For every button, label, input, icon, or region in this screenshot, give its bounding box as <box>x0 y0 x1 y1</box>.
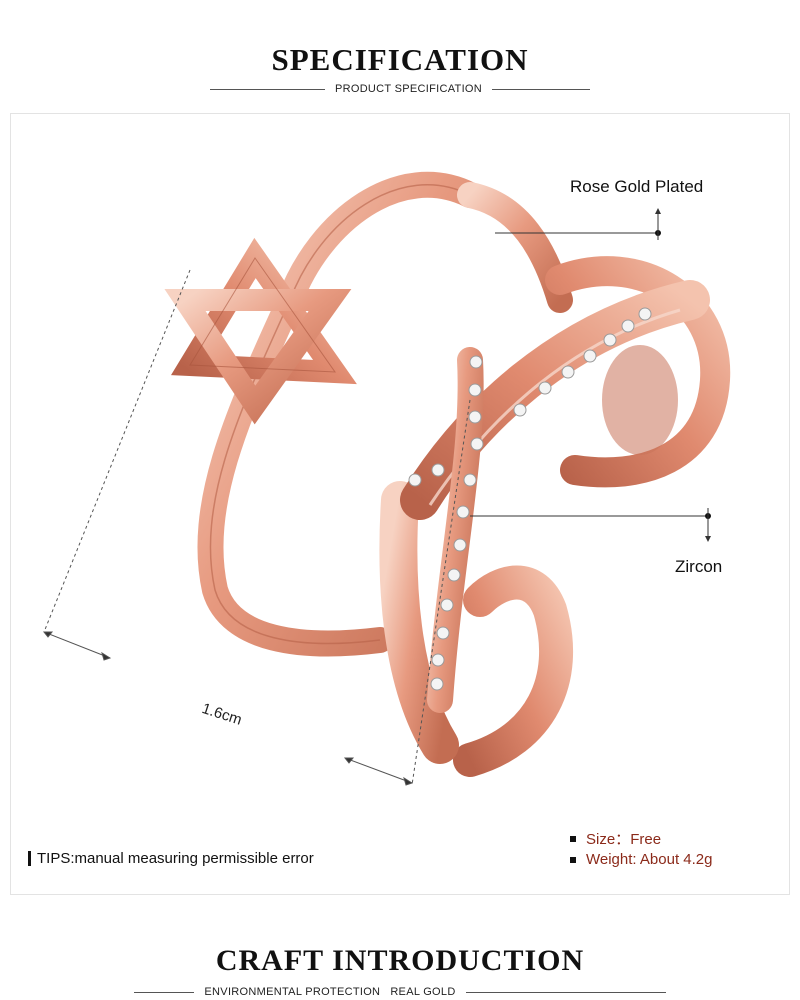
spec-weight: Weight: About 4.2g <box>570 851 712 868</box>
footer-subtitle-row: ENVIRONMENTAL PROTECTION REAL GOLD <box>0 986 800 998</box>
footer-subtitle-right: REAL GOLD <box>390 986 456 998</box>
spec-size-label: Size： <box>586 831 631 848</box>
ring-band-right <box>453 256 731 777</box>
section-title-craft-introduction: CRAFT INTRODUCTION <box>215 944 585 977</box>
spec-size: Size：Free <box>570 828 661 849</box>
tips-note: TIPS:manual measuring permissible error <box>28 850 314 867</box>
tips-text: TIPS:manual measuring permissible error <box>37 850 314 867</box>
bullet-square-icon <box>570 856 576 863</box>
spec-weight-value: About 4.2g <box>639 851 713 868</box>
footer-subtitle-left: ENVIRONMENTAL PROTECTION <box>204 986 381 998</box>
bullet-square-icon <box>570 835 576 842</box>
callout-line-zircon <box>470 508 711 542</box>
zircon-stones <box>408 307 652 691</box>
tips-marker <box>28 851 31 866</box>
section-title-specification: SPECIFICATION <box>271 42 529 77</box>
spec-size-value: Free <box>630 831 662 848</box>
measurement-indicator <box>42 269 471 786</box>
callout-line-rose-gold <box>495 208 661 240</box>
callout-rose-gold-plated: Rose Gold Plated <box>570 177 704 196</box>
callout-zircon: Zircon <box>675 557 723 576</box>
section-subtitle: PRODUCT SPECIFICATION <box>334 83 483 95</box>
star-charm <box>164 237 357 425</box>
divider-line <box>465 991 666 993</box>
product-panel <box>10 113 790 895</box>
divider-line <box>492 88 591 90</box>
divider-line <box>209 88 325 90</box>
divider-line <box>134 991 195 993</box>
section-subtitle-row: PRODUCT SPECIFICATION <box>0 83 800 95</box>
spec-weight-label: Weight: <box>586 851 640 868</box>
